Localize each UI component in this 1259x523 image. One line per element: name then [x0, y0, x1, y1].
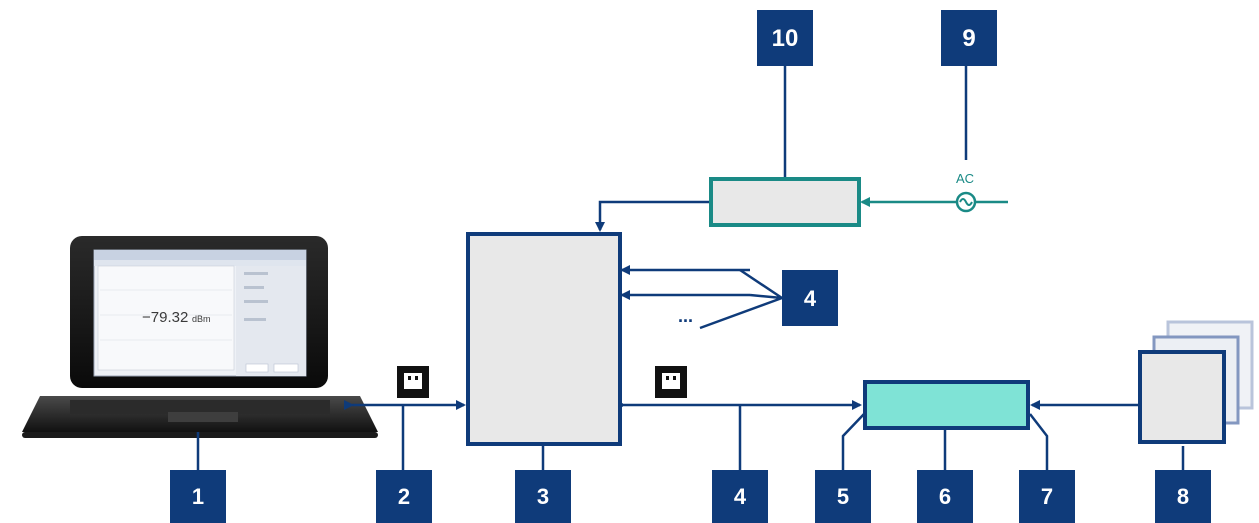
label-5: 5: [815, 470, 871, 523]
svg-text:6: 6: [939, 484, 951, 509]
stacked-devices-icon: [1138, 320, 1254, 444]
laptop-icon: −79.32 dBm: [22, 236, 378, 438]
ac-label: AC: [956, 171, 974, 186]
inputs-ellipsis: ...: [678, 306, 693, 326]
laptop-reading-value: −79.32: [142, 309, 188, 326]
label-6: 6: [917, 470, 973, 523]
usb-icon: [397, 366, 429, 398]
svg-text:8: 8: [1177, 484, 1189, 509]
ac-source-icon: [955, 191, 977, 213]
label-7: 7: [1019, 470, 1075, 523]
svg-text:4: 4: [734, 484, 747, 509]
label-2: 2: [376, 470, 432, 523]
box-6-module: [863, 380, 1030, 430]
power-supply-box: [709, 177, 861, 227]
label-10: 10: [757, 10, 813, 66]
svg-text:9: 9: [962, 25, 975, 52]
svg-text:7: 7: [1041, 484, 1053, 509]
label-3: 3: [515, 470, 571, 523]
svg-text:4: 4: [804, 286, 817, 311]
label-8: 8: [1155, 470, 1211, 523]
label-4-bottom: 4: [712, 470, 768, 523]
svg-text:1: 1: [192, 484, 204, 509]
svg-text:3: 3: [537, 484, 549, 509]
label-7-leader: [1029, 413, 1049, 470]
laptop-reading-unit: dBm: [192, 314, 211, 324]
svg-text:2: 2: [398, 484, 410, 509]
svg-text:10: 10: [772, 25, 799, 52]
label-5-leader: [841, 413, 865, 470]
label-4-fan-lines: [699, 268, 783, 330]
label-1: 1: [170, 470, 226, 523]
usb-icon: [655, 366, 687, 398]
power-to-box3-line: [595, 200, 710, 232]
label-9: 9: [941, 10, 997, 66]
label-4-top: 4: [782, 270, 838, 326]
svg-text:5: 5: [837, 484, 849, 509]
box-3-main-unit: [466, 232, 622, 446]
connection-lines: [196, 66, 1185, 470]
